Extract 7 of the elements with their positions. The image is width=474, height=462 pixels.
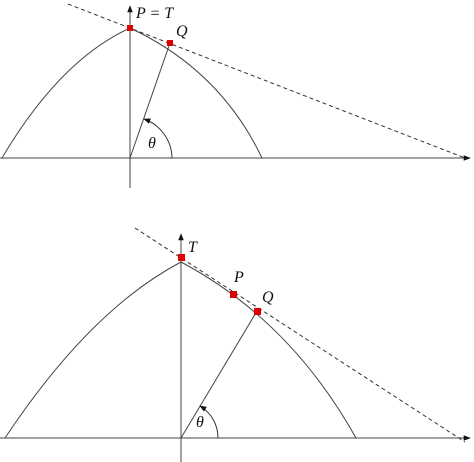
point-label: P = T: [136, 6, 174, 22]
point-label: T: [188, 240, 197, 256]
point-label: θ: [148, 136, 156, 152]
point-label: θ: [196, 415, 204, 431]
point-label: P: [234, 270, 244, 286]
point-label: Q: [176, 24, 188, 40]
point-label: Q: [262, 290, 274, 306]
